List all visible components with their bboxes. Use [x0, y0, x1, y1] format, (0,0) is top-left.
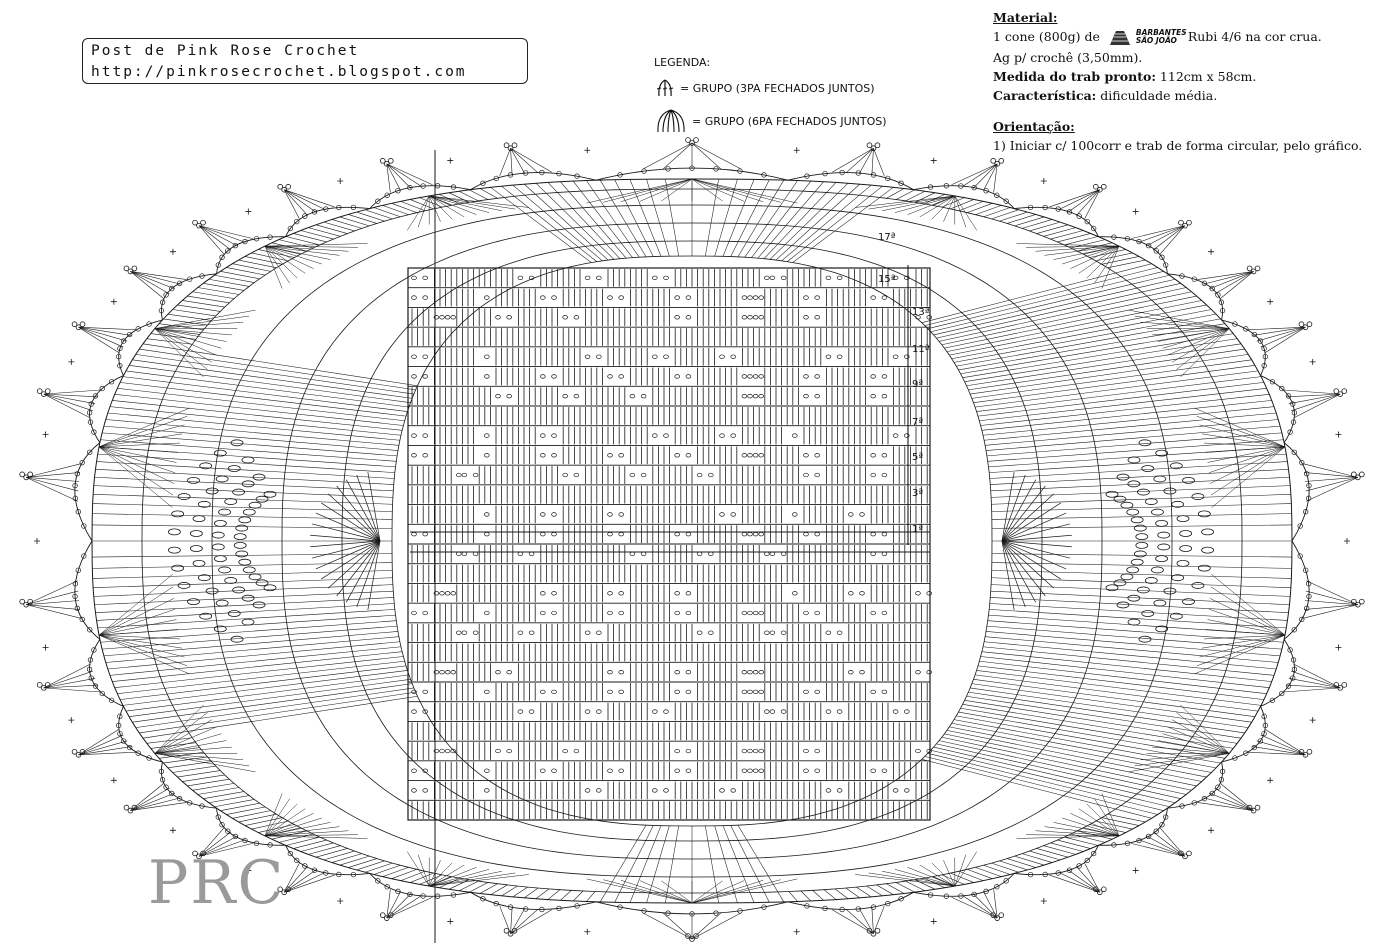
row-label: 5ª — [912, 452, 923, 463]
group-3-dc-symbol-icon — [654, 78, 676, 98]
brand-line-1: BARBANTES — [1135, 27, 1187, 37]
row-label: 17ª — [878, 232, 896, 243]
row-labels: 17ª 15ª 13ª 11ª 9ª 7ª 5ª 3ª 1ª — [878, 232, 930, 535]
row-label: 11ª — [912, 344, 930, 355]
brand-line-2: SÃO JOÃO — [1135, 35, 1177, 45]
watermark: PRC — [148, 848, 286, 918]
material-line-2: Ag p/ crochê (3,50mm). — [993, 49, 1143, 65]
difficulty-label: Característica: — [993, 87, 1097, 103]
row-label: 7ª — [912, 417, 923, 428]
material-block: Material: 1 cone (800g) de BARBANTES SÃO… — [993, 8, 1373, 155]
legend-item-group-6: = GRUPO (6PA FECHADOS JUNTOS) — [654, 108, 887, 134]
legend-item-group-3: = GRUPO (3PA FECHADOS JUNTOS) — [654, 78, 875, 98]
material-yarn-color: Rubi 4/6 na cor crua. — [1187, 29, 1322, 44]
group-6-dc-symbol-icon — [654, 108, 688, 134]
legend: LEGENDA: = GRUPO (3PA FECHADOS JUNTOS) =… — [648, 52, 938, 142]
material-line-1: 1 cone (800g) de BARBANTES SÃO JOÃO Rubi… — [993, 27, 1373, 48]
row-label: 1ª — [912, 524, 923, 535]
legend-item-text: = GRUPO (6PA FECHADOS JUNTOS) — [692, 114, 887, 128]
orientation-heading: Orientação: — [993, 118, 1075, 134]
row-label: 3ª — [912, 488, 923, 499]
orientation-step-1: 1) Iniciar c/ 100corr e trab de forma ci… — [993, 137, 1363, 153]
credit-url[interactable]: http://pinkrosecrochet.blogspot.com — [91, 64, 467, 80]
credit-box: Post de Pink Rose Crochet http://pinkros… — [82, 38, 528, 84]
material-line-4: Característica: dificuldade média. — [993, 86, 1373, 105]
material-line-3: Medida do trab pronto: 112cm x 58cm. — [993, 67, 1373, 86]
brand-logo: BARBANTES SÃO JOÃO — [1106, 28, 1187, 48]
credit-title: Post de Pink Rose Crochet — [91, 43, 360, 59]
row-label: 9ª — [912, 379, 923, 390]
size-value: 112cm x 58cm. — [1159, 68, 1257, 84]
material-yarn-text: 1 cone (800g) de — [993, 29, 1100, 44]
row-label: 15ª — [878, 274, 896, 285]
legend-title: LEGENDA: — [654, 56, 711, 69]
material-heading: Material: — [993, 10, 1058, 25]
row-label: 13ª — [912, 307, 930, 318]
legend-item-text: = GRUPO (3PA FECHADOS JUNTOS) — [680, 81, 875, 95]
difficulty-value: dificuldade média. — [1100, 87, 1218, 103]
oval-doily-diagram — [19, 137, 1365, 943]
size-label: Medida do trab pronto: — [993, 68, 1156, 84]
yarn-cone-icon — [1109, 30, 1130, 45]
